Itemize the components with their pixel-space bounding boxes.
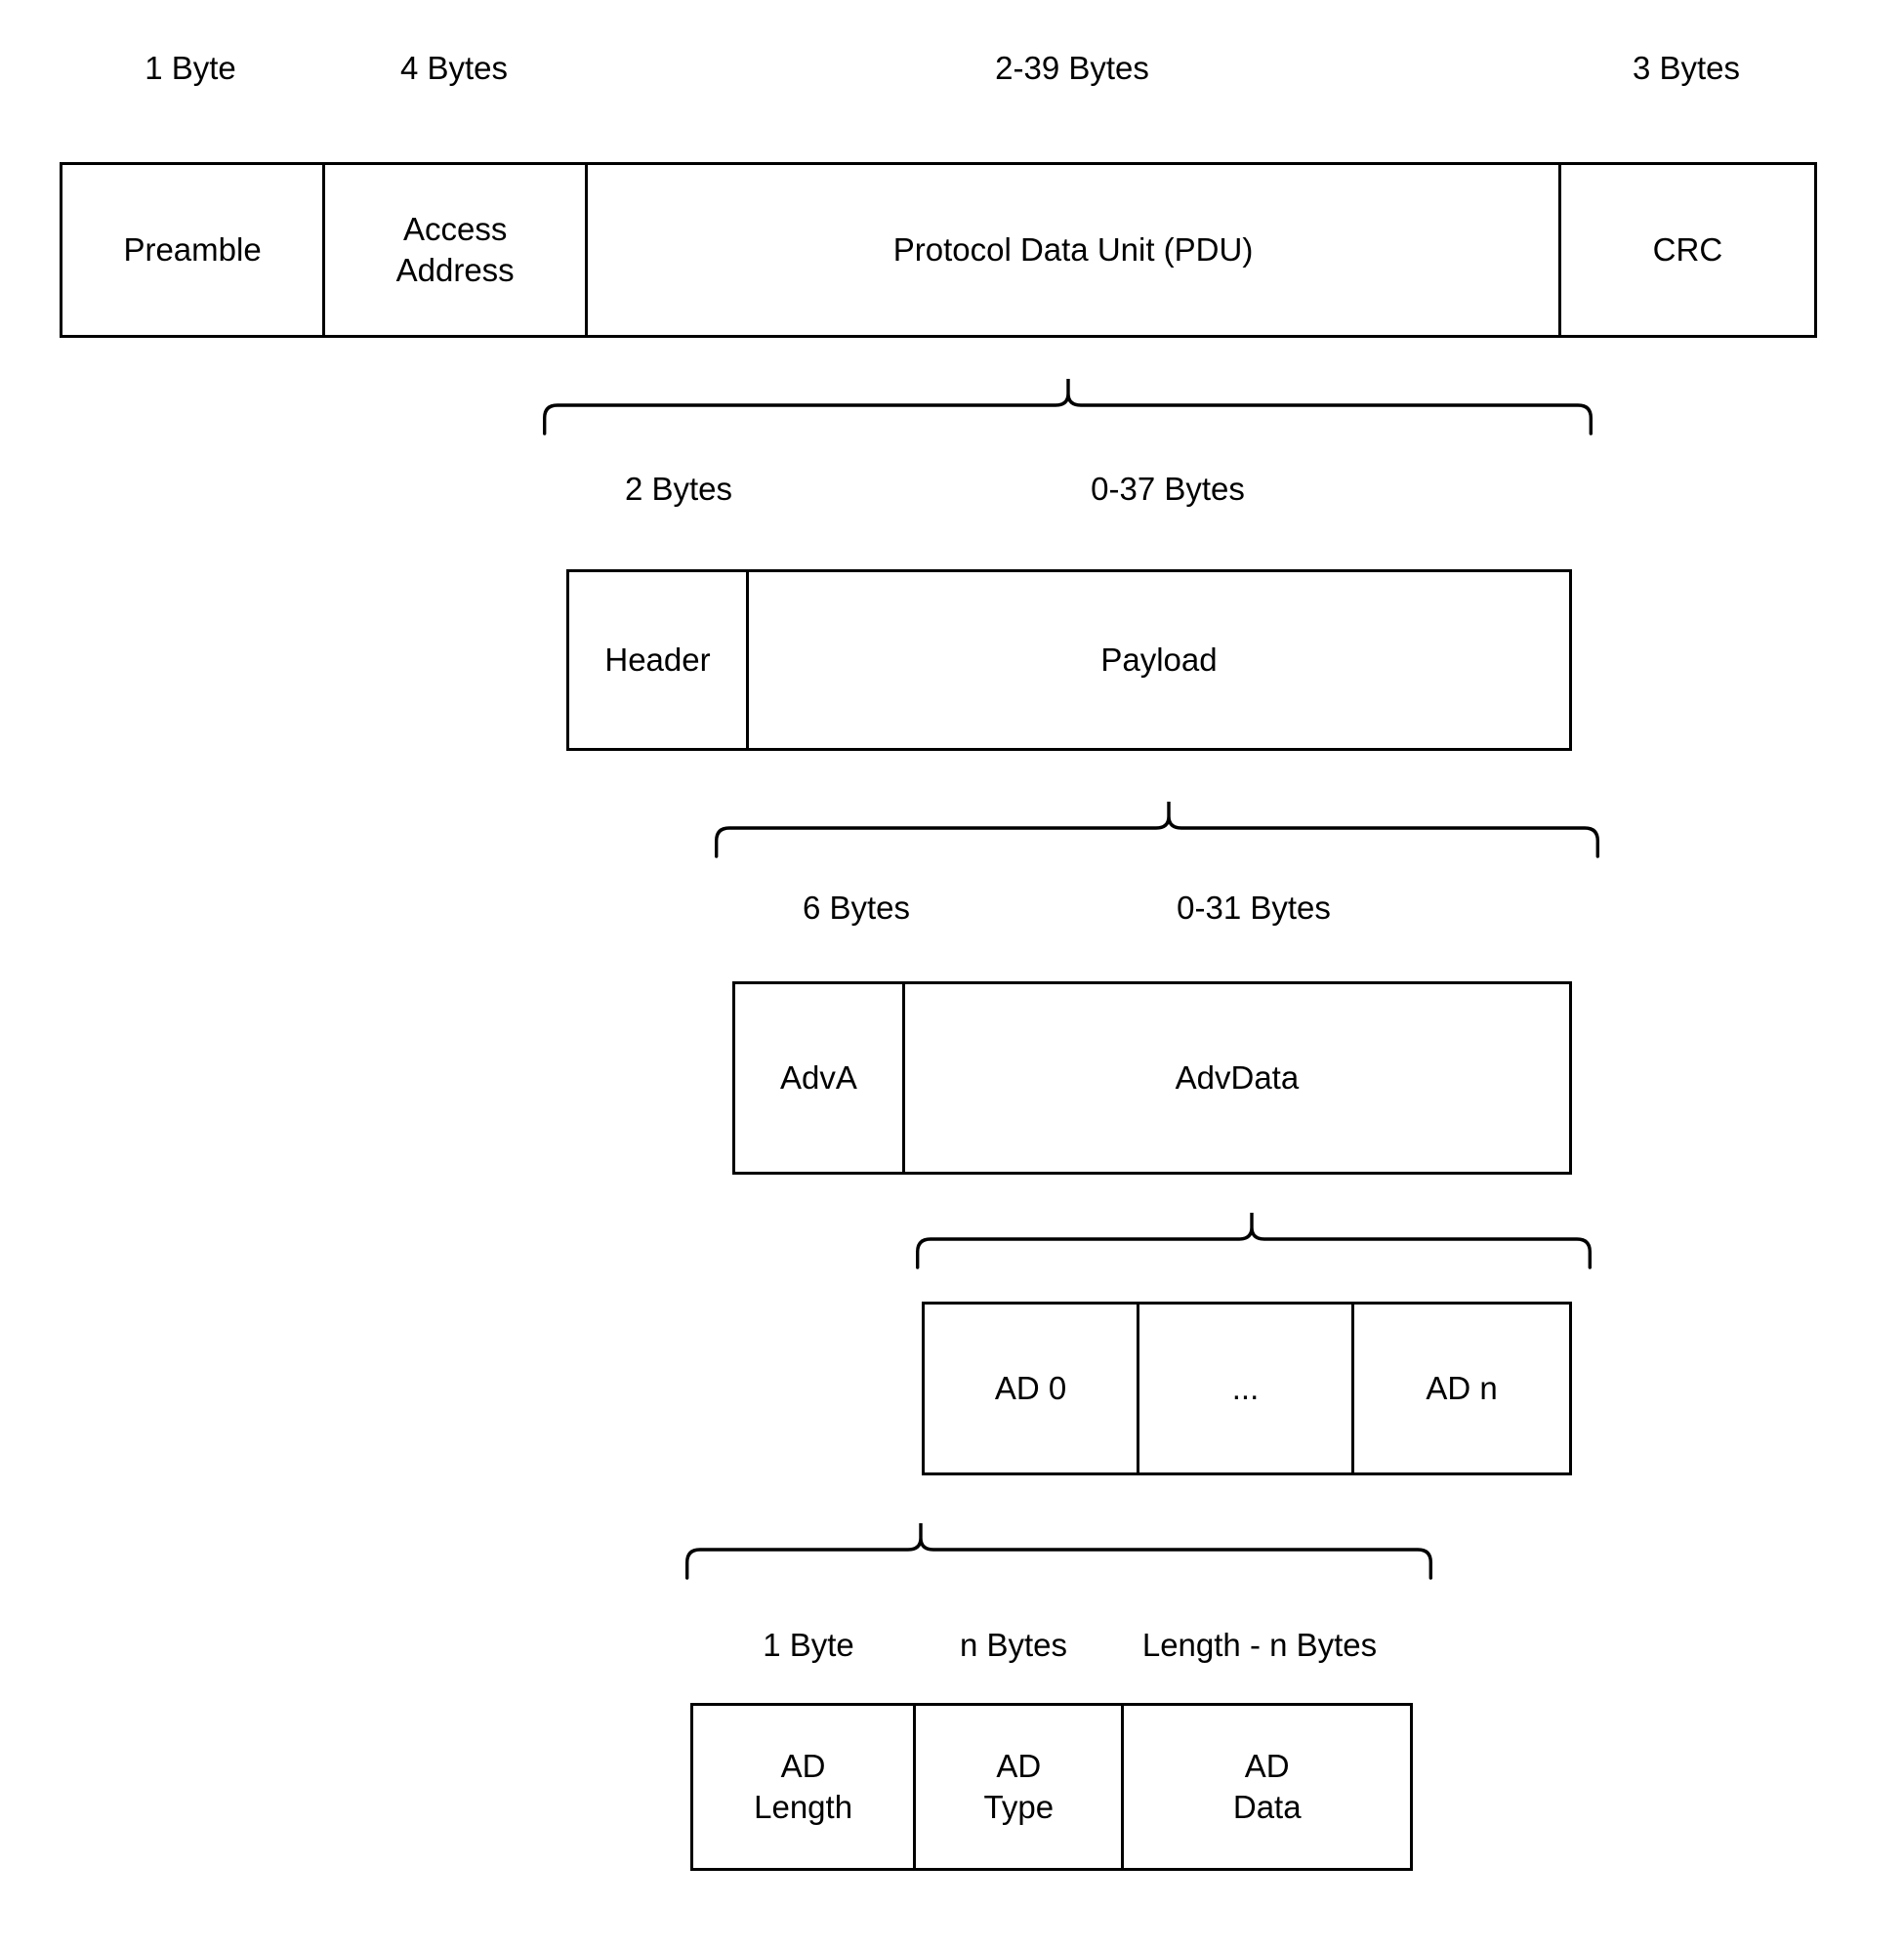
cell-header: Header [569, 572, 749, 748]
cell-ad-n: AD n [1426, 1369, 1498, 1406]
size-label-row1-col4: 3 Bytes [1632, 50, 1741, 86]
cell-preamble: Preamble [62, 165, 326, 335]
size-label-row2-col1: 2 Bytes [624, 471, 733, 507]
row-pdu: Header Payload [566, 569, 1572, 751]
cell-ad-0: AD 0 [925, 1305, 1140, 1472]
cell-advdata: AdvData [1175, 1058, 1300, 1096]
cell-adva: AdvA [735, 984, 905, 1172]
brace-payload [715, 800, 1599, 858]
cell-ad-type: AD Type [916, 1706, 1125, 1868]
cell-access-address: Access Address [325, 165, 589, 335]
size-label-row1-col2: 4 Bytes [399, 50, 509, 86]
size-label-row3-col1: 6 Bytes [802, 890, 911, 926]
size-label-row5-col2: n Bytes [959, 1627, 1068, 1663]
cell-pdu: Protocol Data Unit (PDU) [588, 165, 1561, 335]
size-label-row1-col3: 2-39 Bytes [995, 50, 1149, 86]
size-label-row1-col1: 1 Byte [145, 50, 236, 86]
brace-advdata [916, 1211, 1592, 1269]
cell-crc: CRC [1652, 230, 1723, 268]
cell-payload: Payload [1100, 641, 1218, 678]
row-advdata-elements: AD 0 ... AD n [922, 1302, 1572, 1475]
row-payload: AdvA AdvData [732, 981, 1572, 1175]
size-label-row5-col3: Length - n Bytes [1141, 1627, 1378, 1663]
row-ad-structure: AD Length AD Type AD Data [690, 1703, 1413, 1871]
brace-pdu [543, 377, 1593, 435]
cell-ad-ellipsis: ... [1139, 1305, 1355, 1472]
brace-ad0 [685, 1521, 1432, 1580]
size-label-row5-col1: 1 Byte [763, 1627, 854, 1663]
cell-ad-length: AD Length [693, 1706, 917, 1868]
size-label-row2-col2: 0-37 Bytes [1091, 471, 1245, 507]
row-link-layer-packet: Preamble Access Address Protocol Data Un… [60, 162, 1817, 338]
size-label-row3-col2: 0-31 Bytes [1177, 890, 1331, 926]
cell-ad-data: AD Data [1232, 1747, 1302, 1825]
